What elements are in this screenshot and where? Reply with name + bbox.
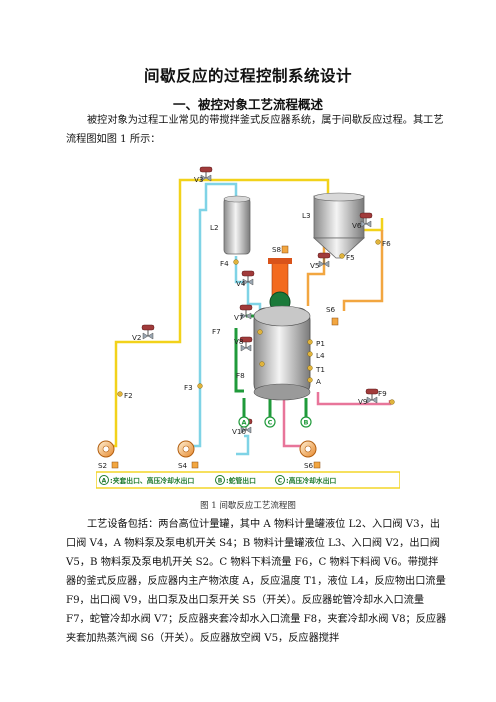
switch-s6[interactable] <box>331 317 339 326</box>
label-t1-20: T1 <box>315 365 325 374</box>
label-v2-10: V2 <box>132 333 142 342</box>
intro-paragraph: 被控对象为过程工业常见的带搅拌釜式反应器系统，属于间歇反应过程。其工艺流程图如图… <box>66 115 444 145</box>
valve-v9[interactable] <box>365 388 379 404</box>
label-v10-24: V10 <box>232 427 246 436</box>
label-v3-0: V3 <box>194 175 204 184</box>
valve-v7[interactable] <box>239 304 253 320</box>
label-v8-15: V8 <box>234 337 244 346</box>
sensor-f5-dot <box>339 253 345 259</box>
label-f2-11: F2 <box>124 391 133 400</box>
sensor-f9-dot <box>389 399 395 405</box>
sensor-f6-dot <box>375 239 381 245</box>
label-s6-27: S6 <box>304 461 314 470</box>
label-v7-13: V7 <box>234 313 244 322</box>
legend-a-text: :夹套出口、高压冷却水出口 <box>110 476 194 485</box>
sensor-f4-dot <box>233 259 239 265</box>
legend-c-marker: C <box>278 478 283 485</box>
switch-s8[interactable] <box>281 245 289 254</box>
svg-text:A: A <box>241 419 246 427</box>
water-line-feed <box>234 256 262 316</box>
a-material-tank <box>223 195 251 255</box>
figure-caption: 图 1 间歇反应工艺流程图 <box>200 501 296 511</box>
svg-text:C: C <box>268 419 273 427</box>
sensor-f2-dot <box>117 391 123 397</box>
label-l3-5: L3 <box>302 211 311 220</box>
valve-v6[interactable] <box>359 212 373 228</box>
pump-s4 <box>177 440 195 458</box>
valve-v3[interactable] <box>199 166 213 182</box>
sensor-l4-dot <box>307 351 313 357</box>
label-v6-6: V6 <box>352 221 362 230</box>
label-s2-25: S2 <box>98 461 107 470</box>
marker-b: B <box>300 416 312 428</box>
label-s6-17: S6 <box>326 305 336 314</box>
label-v5-7: V5 <box>310 261 320 270</box>
sensor-f7-dot <box>257 329 263 335</box>
label-v4-3: V4 <box>236 279 246 288</box>
pump-s2 <box>97 440 115 458</box>
label-p1-18: P1 <box>316 339 325 348</box>
label-l2-1: L2 <box>210 223 219 232</box>
switch-s2-pump[interactable] <box>111 461 119 469</box>
sensor-p1-dot <box>307 339 313 345</box>
sensor-f8-dot <box>259 361 265 367</box>
v10-line <box>236 434 250 456</box>
label-f7-14: F7 <box>212 327 221 336</box>
valve-v4[interactable] <box>241 270 255 286</box>
sensor-t1-dot <box>307 365 313 371</box>
valve-v2[interactable] <box>141 324 155 340</box>
water-line-a <box>188 182 238 448</box>
switch-s6-pump[interactable] <box>313 461 321 469</box>
legend-c-text: :高压冷却水出口 <box>286 476 336 485</box>
equipment-paragraph: 工艺设备包括：两台高位计量罐，其中 A 物料计量罐液位 L2、入口阀 V3，出口… <box>66 519 447 644</box>
label-f5-8: F5 <box>346 253 355 262</box>
valve-v8[interactable] <box>239 336 253 352</box>
label-l4-19: L4 <box>316 351 325 360</box>
document-title: 间歇反应的过程控制系统设计 <box>143 66 352 85</box>
diagram-legend: A :夹套出口、高压冷却水出口 B :蛇管出口 C :高压冷却水出口 <box>95 471 401 489</box>
label-s4-26: S4 <box>178 461 188 470</box>
valve-v5[interactable] <box>317 252 331 268</box>
sensor-a-dot <box>307 377 313 383</box>
label-a-21: A <box>316 377 321 386</box>
label-s8-4: S8 <box>272 245 282 254</box>
label-f6-9: F6 <box>382 239 391 248</box>
section-heading: 一、被控对象工艺流程概述 <box>172 97 323 112</box>
switch-s4-pump[interactable] <box>191 461 199 469</box>
label-v9-23: V9 <box>358 397 368 406</box>
marker-c: C <box>264 416 276 428</box>
sensor-f3-dot <box>197 383 203 389</box>
label-f9-22: F9 <box>378 389 387 398</box>
legend-b-text: :蛇管出口 <box>226 476 256 485</box>
legend-b-marker: B <box>218 478 223 485</box>
svg-text:B: B <box>304 419 309 427</box>
marker-a: A <box>238 416 250 428</box>
legend-a-marker: A <box>102 478 107 485</box>
reactor-vessel <box>253 258 311 401</box>
label-f8-16: F8 <box>236 371 245 380</box>
label-f3-12: F3 <box>184 383 193 392</box>
label-f4-2: F4 <box>220 259 229 268</box>
pump-s5 <box>299 440 317 458</box>
